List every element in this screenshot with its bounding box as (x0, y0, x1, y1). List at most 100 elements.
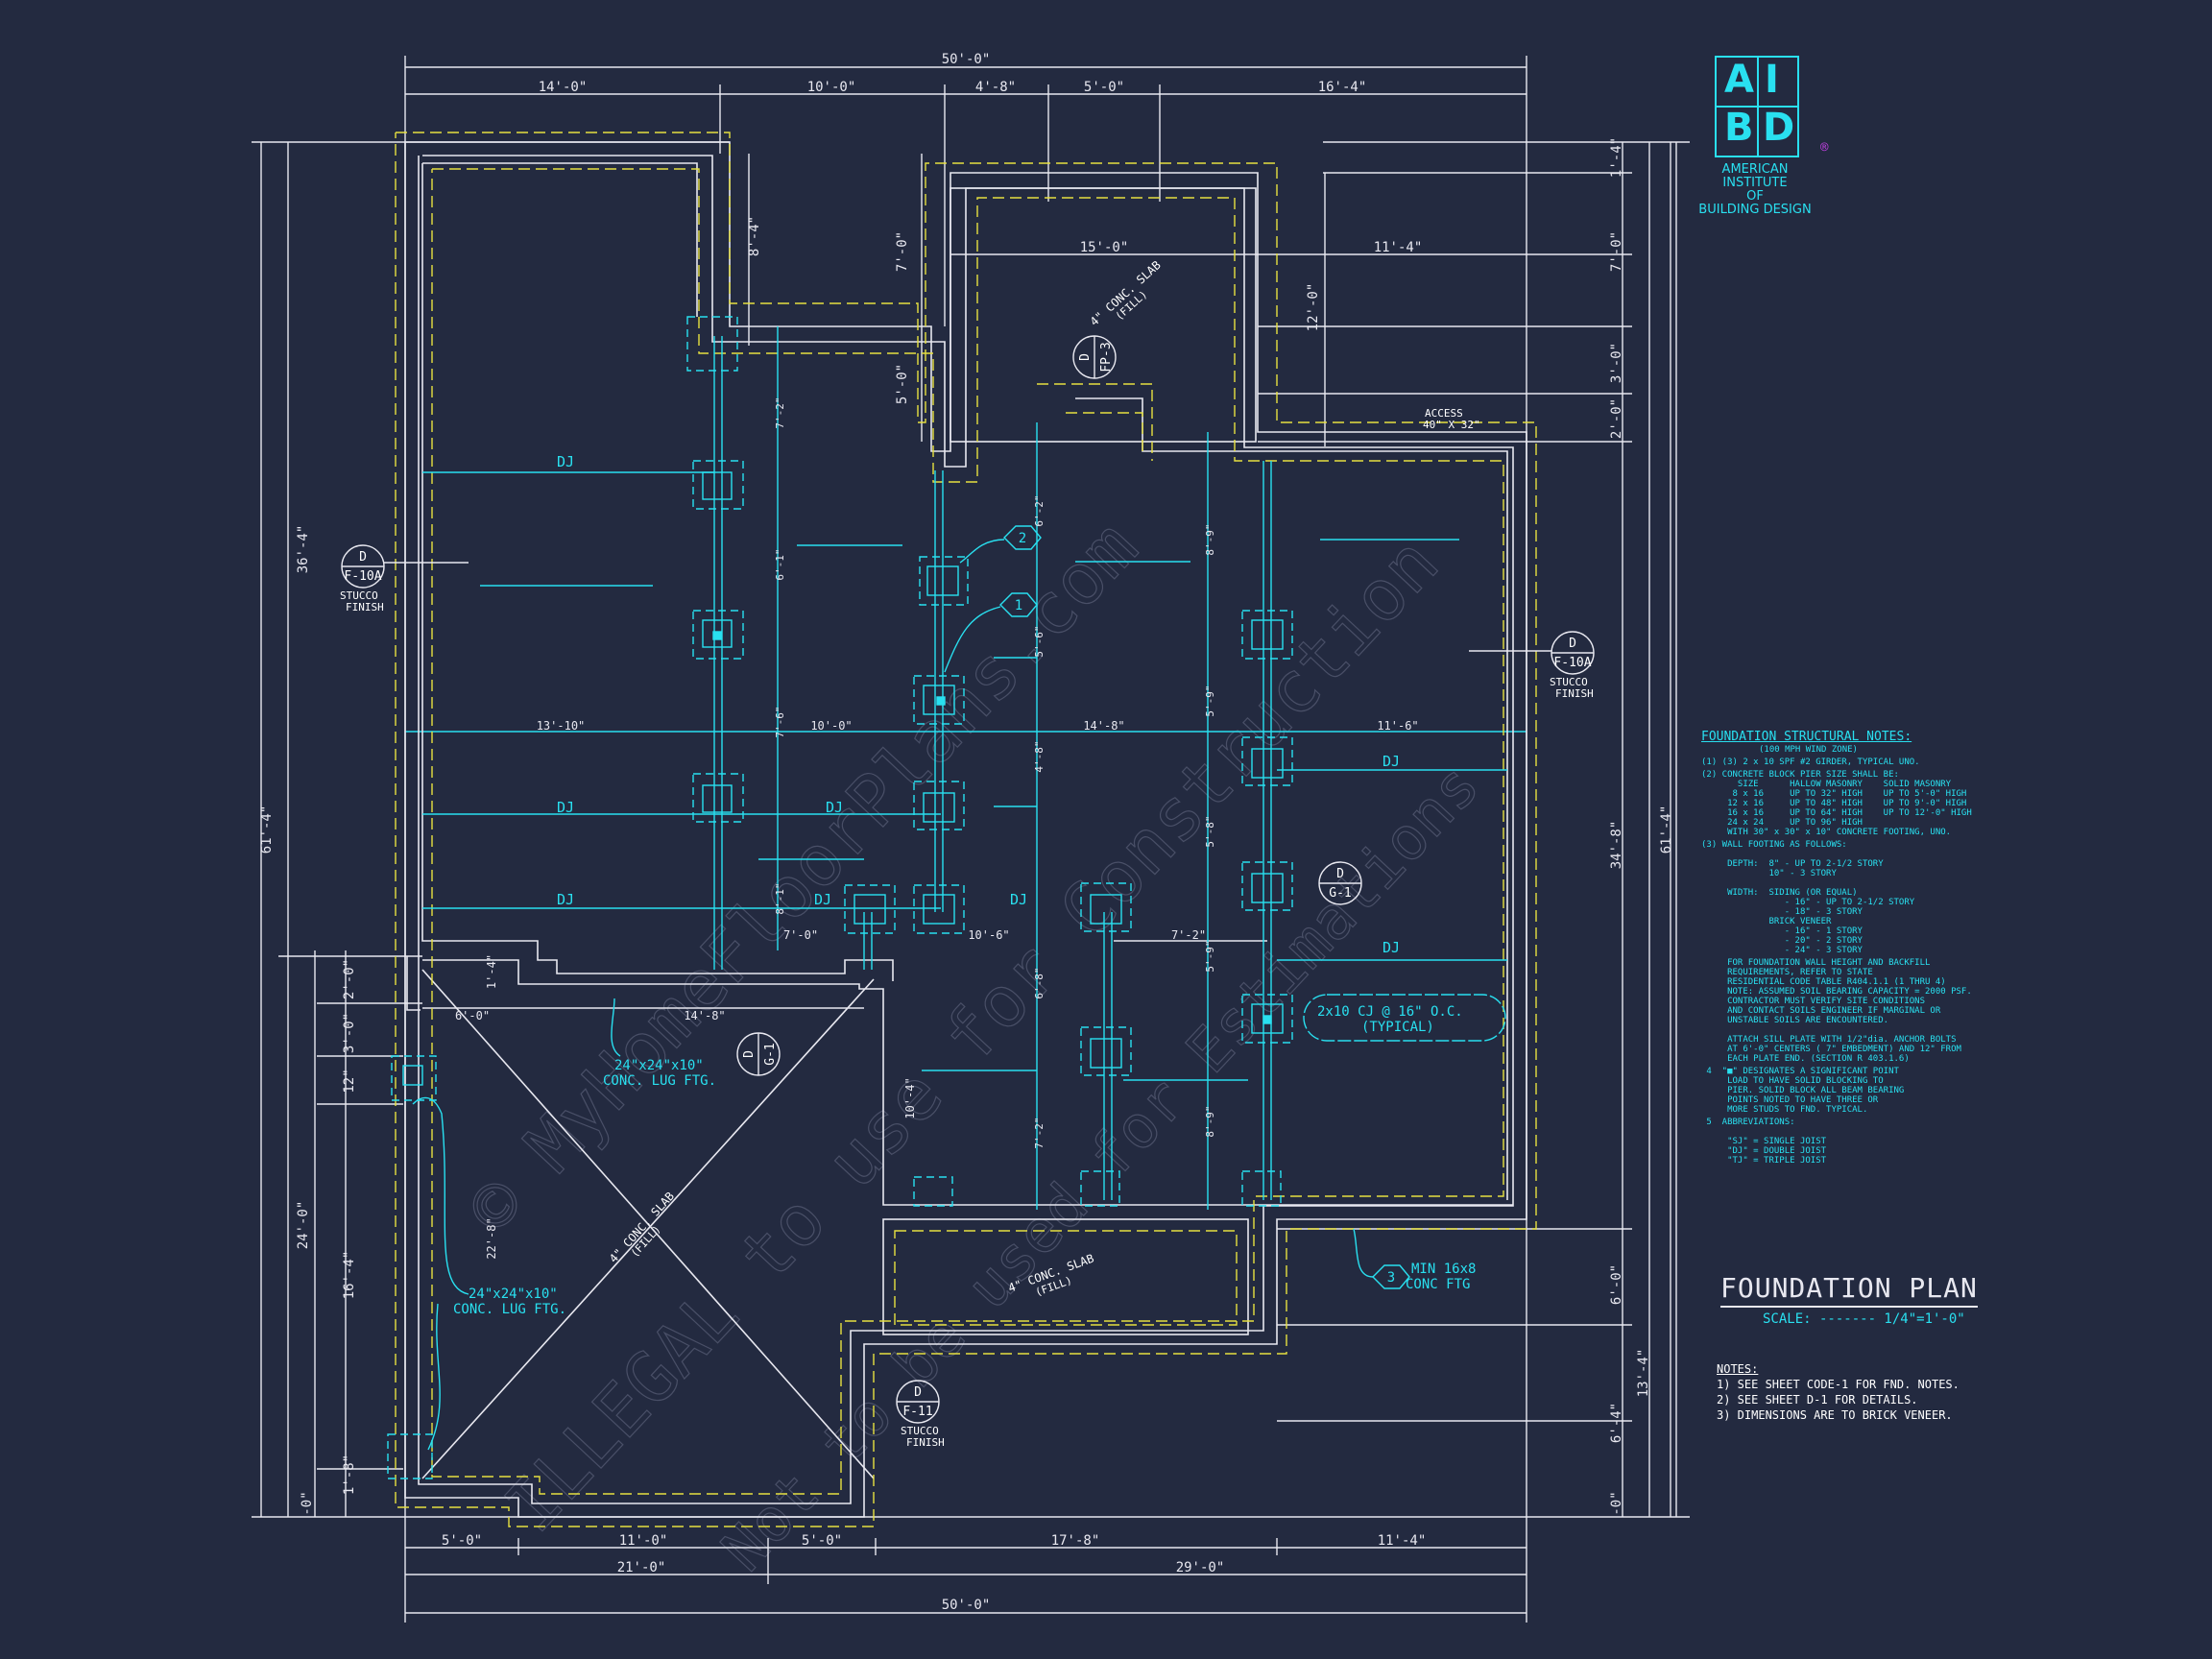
stucco-1b: FINISH (346, 601, 384, 613)
logo-box: A I B D (1715, 56, 1799, 157)
tag-1: 1 (1015, 598, 1022, 613)
dim-int-23: 7'-6" (774, 706, 786, 737)
cj-cloud (1303, 994, 1506, 1042)
dim-int-13: 7'-2" (1171, 928, 1206, 942)
access-label-2: 40" X 32" (1423, 419, 1480, 431)
dim-right-mid-2: 13'-4" (1636, 1349, 1651, 1398)
sm-4-top: D (1336, 867, 1344, 881)
dj-label-2: DJ (557, 799, 574, 816)
pier-boxes (387, 316, 1293, 1479)
plan-scale: SCALE: ------- 1/4"=1'-0" (1763, 1311, 1965, 1327)
logo-org-line-3: BUILDING DESIGN (1698, 203, 1812, 217)
dim-int-9: 14'-8" (1083, 719, 1124, 733)
general-note-2: 2) SEE SHEET D-1 FOR DETAILS. (1717, 1393, 1918, 1407)
structural-note-5: 5 ABBREVIATIONS: "SJ" = SINGLE JOIST "DJ… (1706, 1118, 1827, 1166)
dim-bottom-1: 5'-0" (442, 1533, 482, 1549)
dim-int-26: 6'-8" (1033, 967, 1046, 998)
footing-outline (395, 132, 1537, 1527)
dim-left-mid-1: 36'-4" (296, 525, 311, 574)
dim-left-small-2: 3'-0" (342, 1013, 357, 1053)
dim-right-small-2: 7'-0" (1609, 231, 1624, 272)
watermark-line-1: © MyHomeFloorPlans.com (451, 506, 1153, 1250)
dim-left-small-4: 16'-4" (342, 1251, 357, 1300)
dim-int-12: 10'-6" (968, 928, 1009, 942)
dim-right-small-4: 2'-0" (1609, 398, 1624, 439)
structural-notes-subheading: (100 MPH WIND ZONE) (1759, 745, 1858, 755)
dim-left-small-1: 2'-0" (342, 959, 357, 999)
logo-org-name: AMERICAN INSTITUTE OF BUILDING DESIGN (1688, 163, 1822, 217)
aibd-logo: A I B D ® AMERICAN INSTITUTE OF BUILDING… (1698, 56, 1834, 217)
dim-bottom-3: 5'-0" (802, 1533, 842, 1549)
dim-left-small-6: -0" (300, 1491, 315, 1515)
dim-int-4: 15'-0" (1080, 240, 1129, 255)
logo-org-line-2: OF (1746, 189, 1764, 204)
sm-2-top: D (1569, 637, 1576, 651)
cj-label-1: 2x10 CJ @ 16" O.C. (1317, 1004, 1463, 1020)
dim-bottom-overall: 50'-0" (942, 1598, 991, 1613)
sm-4-bot: G-1 (1329, 886, 1351, 901)
dj-label-5: DJ (814, 891, 831, 908)
dim-left-overall: 61'-4" (259, 805, 275, 854)
structural-notes: FOUNDATION STRUCTURAL NOTES: (100 MPH WI… (1701, 730, 2018, 1166)
dim-int-6: 12'-0" (1306, 283, 1321, 332)
dim-top-overall: 50'-0" (942, 52, 991, 67)
dj-label-7: DJ (1382, 753, 1400, 770)
dim-int-25: 8'-1" (774, 882, 786, 914)
structural-note-4: 4 "■" DESIGNATES A SIGNIFICANT POINT LOA… (1706, 1067, 1905, 1115)
dim-int-21: 6'-2" (1033, 494, 1046, 526)
cj-label-2: (TYPICAL) (1361, 1020, 1434, 1035)
dim-int-29: 5'-9" (1204, 685, 1216, 716)
dj-label-1: DJ (557, 453, 574, 470)
dim-left-small-3: 12" (342, 1069, 357, 1093)
sm-2-bot: F-10A (1553, 656, 1591, 670)
logo-letter-i: I (1765, 58, 1779, 102)
logo-org-line-1: AMERICAN INSTITUTE (1721, 162, 1789, 190)
dim-top-4: 5'-0" (1084, 80, 1124, 95)
dimension-lines (252, 56, 1690, 1623)
dim-top-5: 16'-4" (1318, 80, 1367, 95)
dimension-text: 50'-0" 14'-0" 10'-0" 4'-8" 5'-0" 16'-4" … (259, 52, 1674, 1613)
dim-int-1: 8'-4" (747, 216, 762, 256)
tag-2: 2 (1019, 531, 1026, 546)
dim-int-20: 6'-1" (774, 548, 786, 580)
dim-int-14: 6'-0" (455, 1009, 490, 1022)
dim-int-17: 10'-4" (903, 1077, 917, 1118)
dim-top-1: 14'-0" (539, 80, 588, 95)
min-ftg-label-2: CONC FTG (1406, 1277, 1470, 1292)
dim-int-15: 14'-8" (684, 1009, 725, 1022)
stucco-2a: STUCCO (1550, 676, 1588, 688)
dim-right-small-3: 3'-0" (1609, 343, 1624, 383)
general-note-3: 3) DIMENSIONS ARE TO BRICK VENEER. (1717, 1408, 1953, 1422)
dim-int-19: 7'-2" (774, 397, 786, 428)
stucco-3b: FINISH (906, 1436, 945, 1449)
plan-labels: DJ DJ DJ DJ DJ DJ DJ DJ ACCESS 40" X 32"… (340, 258, 1594, 1449)
dim-int-5: 11'-4" (1374, 240, 1423, 255)
structural-note-3-cont: FOR FOUNDATION WALL HEIGHT AND BACKFILL … (1727, 958, 1972, 1064)
logo-letter-a: A (1724, 58, 1754, 102)
sm-5-bot: G-1 (763, 1043, 778, 1065)
sm-1-bot: F-10A (344, 569, 381, 584)
dj-label-3: DJ (826, 799, 843, 816)
dim-right-overall: 61'-4" (1659, 805, 1674, 854)
registered-mark: ® (1820, 140, 1829, 156)
dim-right-small-7: -0" (1609, 1491, 1624, 1515)
lug-label-2a: 24"x24"x10" (469, 1286, 558, 1302)
dim-top-2: 10'-0" (807, 80, 856, 95)
general-notes-heading: NOTES: (1717, 1362, 1759, 1376)
sm-6-top: D (914, 1385, 922, 1400)
lug-label-2b: CONC. LUG FTG. (453, 1302, 566, 1317)
dim-int-2: 7'-0" (895, 231, 910, 272)
structural-note-2: (2) CONCRETE BLOCK PIER SIZE SHALL BE: S… (1701, 770, 1972, 837)
general-notes: NOTES: 1) SEE SHEET CODE-1 FOR FND. NOTE… (1717, 1361, 1960, 1423)
stucco-1a: STUCCO (340, 589, 378, 602)
dim-bottom-4: 17'-8" (1051, 1533, 1100, 1549)
dim-int-7: 13'-10" (537, 719, 586, 733)
structural-notes-heading: FOUNDATION STRUCTURAL NOTES: (1701, 730, 1912, 744)
dim-right-small-6: 6'-4" (1609, 1403, 1624, 1443)
lug-label-1a: 24"x24"x10" (614, 1058, 704, 1073)
sm-3-top: D (1078, 353, 1093, 361)
sm-6-bot: F-11 (902, 1405, 932, 1419)
dim-int-28: 8'-9" (1204, 523, 1216, 555)
girders-and-piers (422, 326, 1507, 1210)
